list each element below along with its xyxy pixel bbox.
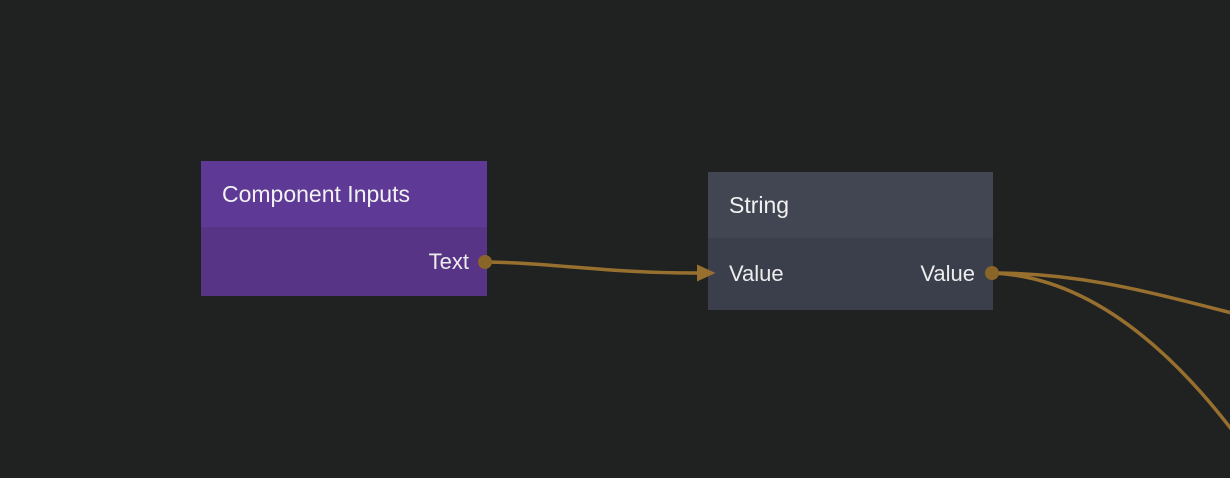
node-component-inputs-title: Component Inputs	[222, 180, 410, 207]
output-port-label-value: Value	[920, 261, 975, 286]
node-string[interactable]: String Value Value	[708, 172, 993, 310]
wire-text-to-value[interactable]	[484, 260, 701, 275]
node-component-inputs-body: Text	[201, 227, 487, 296]
node-component-inputs[interactable]: Component Inputs Text	[201, 161, 487, 296]
output-port-row-text: Text	[201, 227, 487, 296]
node-string-header[interactable]: String	[708, 172, 993, 238]
node-string-title: String	[729, 191, 790, 218]
wire-value-offscreen-lower[interactable]	[990, 271, 1230, 431]
value-port-row: Value Value	[708, 238, 993, 310]
output-port-label-text: Text	[428, 248, 469, 274]
node-string-body: Value Value	[708, 238, 993, 310]
wire-value-offscreen-upper[interactable]	[990, 271, 1230, 315]
node-component-inputs-header[interactable]: Component Inputs	[201, 161, 487, 227]
input-port-label-value: Value	[729, 261, 784, 286]
